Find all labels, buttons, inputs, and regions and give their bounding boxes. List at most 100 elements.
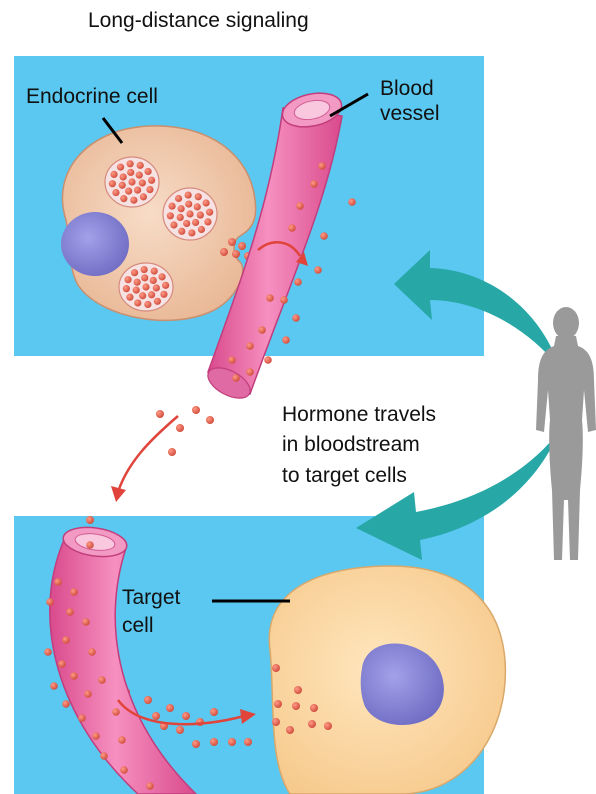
- hormone-dot: [292, 702, 300, 710]
- vesicle-hormone-dot: [162, 282, 169, 289]
- hormone-dot: [220, 248, 228, 256]
- hormone-dot: [78, 714, 86, 722]
- vesicle-hormone-dot: [117, 164, 124, 171]
- hormone-travel-line2: in bloodstream: [282, 430, 436, 460]
- vesicle-hormone-dot: [150, 277, 157, 284]
- hormone-dot: [118, 736, 126, 744]
- blood-vessel-label-line1: Blood: [380, 76, 440, 101]
- hormone-dot: [258, 326, 266, 334]
- vesicle-hormone-dot: [195, 193, 202, 200]
- hormone-dot: [176, 726, 184, 734]
- vesicle-hormone-dot: [178, 205, 185, 212]
- vesicle-hormone-dot: [197, 211, 204, 218]
- vesicle-hormone-dot: [134, 279, 141, 286]
- hormone-dot: [246, 342, 254, 350]
- hormone-dot: [152, 712, 160, 720]
- hormone-dot: [98, 676, 106, 684]
- vesicle-hormone-dot: [151, 267, 158, 274]
- vesicle-hormone-dot: [144, 168, 151, 175]
- vesicle-hormone-dot: [206, 209, 213, 216]
- blood-vessel-label-line2: vessel: [380, 101, 440, 126]
- hormone-dot: [246, 368, 254, 376]
- vesicle-hormone-dot: [110, 171, 117, 178]
- vesicle-hormone-dot: [124, 276, 131, 283]
- vesicle-hormone-dot: [160, 291, 167, 298]
- hormone-dot: [310, 180, 318, 188]
- hormone-dot: [70, 672, 78, 680]
- hormone-travel-line3: to target cells: [282, 461, 436, 491]
- vesicle-hormone-dot: [136, 172, 143, 179]
- hormone-dot: [192, 406, 200, 414]
- vesicle-hormone-dot: [194, 203, 201, 210]
- vesicle-hormone-dot: [127, 169, 134, 176]
- hormone-dot: [168, 448, 176, 456]
- hormone-dot: [146, 782, 154, 790]
- travel-arrow: [111, 416, 178, 502]
- vesicle-hormone-dot: [154, 298, 161, 305]
- hormone-dot: [288, 224, 296, 232]
- vesicle-hormone-dot: [128, 178, 135, 185]
- vesicle-hormone-dot: [141, 266, 148, 273]
- vesicle-hormone-dot: [127, 160, 134, 167]
- vesicle-hormone-dot: [125, 188, 132, 195]
- vesicle-hormone-dot: [119, 182, 126, 189]
- hormone-dot: [100, 752, 108, 760]
- vesicle-hormone-dot: [185, 191, 192, 198]
- hormone-dot: [272, 718, 280, 726]
- hormone-dot: [228, 238, 236, 246]
- diagram-title: Long-distance signaling: [88, 8, 309, 33]
- vesicle-hormone-dot: [188, 229, 195, 236]
- hormone-dot: [292, 314, 300, 322]
- hormone-dot: [318, 162, 326, 170]
- hormone-dot: [156, 410, 164, 418]
- vesicle-hormone-dot: [142, 283, 149, 290]
- vesicle-hormone-dot: [112, 189, 119, 196]
- vesicle-hormone-dot: [140, 193, 147, 200]
- vesicle-hormone-dot: [202, 199, 209, 206]
- vesicle-hormone-dot: [148, 291, 155, 298]
- vesicle-hormone-dot: [183, 220, 190, 227]
- vesicle-hormone-dot: [146, 186, 153, 193]
- hormone-dot: [294, 686, 302, 694]
- vesicle-hormone-dot: [148, 177, 155, 184]
- hormone-dot: [324, 722, 332, 730]
- blood-vessel-label: Blood vessel: [380, 76, 440, 126]
- hormone-dot: [232, 374, 240, 382]
- vesicle-hormone-dot: [144, 301, 151, 308]
- hormone-dot: [310, 704, 318, 712]
- vesicle-hormone-dot: [178, 228, 185, 235]
- vesicle-hormone-dot: [120, 195, 127, 202]
- hormone-travel-line1: Hormone travels: [282, 400, 436, 430]
- hormone-dot: [46, 598, 54, 606]
- vesicle-hormone-dot: [175, 195, 182, 202]
- hormone-dot: [120, 766, 128, 774]
- hormone-dot: [86, 516, 94, 524]
- vesicle-hormone-dot: [192, 219, 199, 226]
- vesicle-hormone-dot: [141, 274, 148, 281]
- hormone-travel-label: Hormone travels in bloodstream to target…: [282, 400, 436, 491]
- hormone-dot: [176, 424, 184, 432]
- vesicle-hormone-dot: [185, 200, 192, 207]
- hormone-dot: [62, 636, 70, 644]
- hormone-dot: [294, 278, 302, 286]
- hormone-dot: [44, 648, 52, 656]
- hormone-dot: [50, 682, 58, 690]
- vesicle-hormone-dot: [134, 186, 141, 193]
- vesicle-hormone-dot: [177, 214, 184, 221]
- hormone-dots-traveling: [86, 406, 214, 524]
- hormone-dot: [192, 740, 200, 748]
- hormone-dot: [210, 738, 218, 746]
- hormone-dot: [286, 726, 294, 734]
- hormone-dot: [88, 648, 96, 656]
- hormone-dot: [66, 608, 74, 616]
- vesicle-hormone-dot: [109, 180, 116, 187]
- endocrine-cell: [61, 126, 266, 320]
- hormone-dot: [58, 660, 66, 668]
- hormone-dot: [70, 588, 78, 596]
- hormone-dot: [228, 356, 236, 364]
- hormone-dot: [320, 232, 328, 240]
- hormone-dot: [210, 708, 218, 716]
- hormone-dot: [228, 738, 236, 746]
- vesicle-hormone-dot: [123, 285, 130, 292]
- vesicle-hormone-dot: [167, 212, 174, 219]
